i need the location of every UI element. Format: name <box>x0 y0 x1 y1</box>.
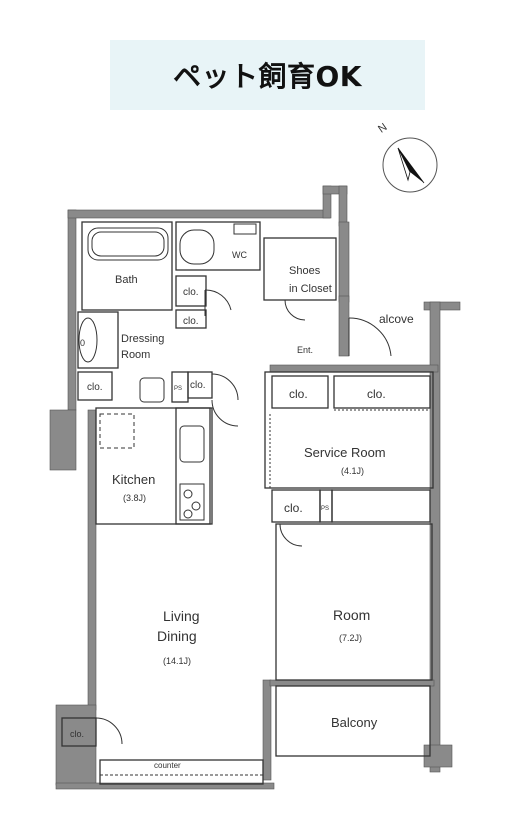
kitchen-size-label: (3.8J) <box>123 493 146 503</box>
alcove-label: alcove <box>379 312 414 326</box>
exterior-walls <box>49 185 461 790</box>
wc-label: WC <box>232 250 247 260</box>
interior-walls <box>61 221 434 785</box>
entrance-label: Ent. <box>297 345 313 355</box>
counter-label: counter <box>154 761 181 770</box>
closet-label: clo. <box>70 729 84 739</box>
shoes-closet-label-line2: in Closet <box>289 283 332 295</box>
washer-mark: 0 <box>80 338 85 348</box>
living-dining-label-line2: Dining <box>157 628 197 644</box>
pipe-space-label: PS <box>174 386 182 392</box>
pipe-space-label: PS <box>321 506 329 512</box>
bath-label: Bath <box>115 274 138 286</box>
living-dining-label-line1: Living <box>163 608 200 624</box>
room-size-label: (7.2J) <box>339 633 362 643</box>
living-dining-size-label: (14.1J) <box>163 656 191 666</box>
shoes-closet-label-line1: Shoes <box>289 265 321 277</box>
pet-ok-banner: ペット飼育OK <box>110 40 425 110</box>
closet-label: clo. <box>289 387 308 401</box>
closet-label: clo. <box>87 382 103 393</box>
kitchen-label: Kitchen <box>112 472 155 487</box>
closet-label: clo. <box>367 387 386 401</box>
fixtures <box>78 223 430 776</box>
closet-label: clo. <box>190 380 206 391</box>
service-room-label: Service Room <box>304 445 386 460</box>
service-room-size-label: (4.1J) <box>341 466 364 476</box>
compass-icon <box>382 137 438 193</box>
dressing-room-label-line1: Dressing <box>121 333 164 345</box>
banner-title: ペット飼育OK <box>172 60 362 93</box>
closet-label: clo. <box>284 501 303 515</box>
closet-label: clo. <box>183 316 199 327</box>
dressing-room-label-line2: Room <box>121 349 150 361</box>
room-label: Room <box>333 607 370 623</box>
compass-north-label: N <box>376 121 389 135</box>
balcony-label: Balcony <box>331 715 378 730</box>
closet-label: clo. <box>183 287 199 298</box>
